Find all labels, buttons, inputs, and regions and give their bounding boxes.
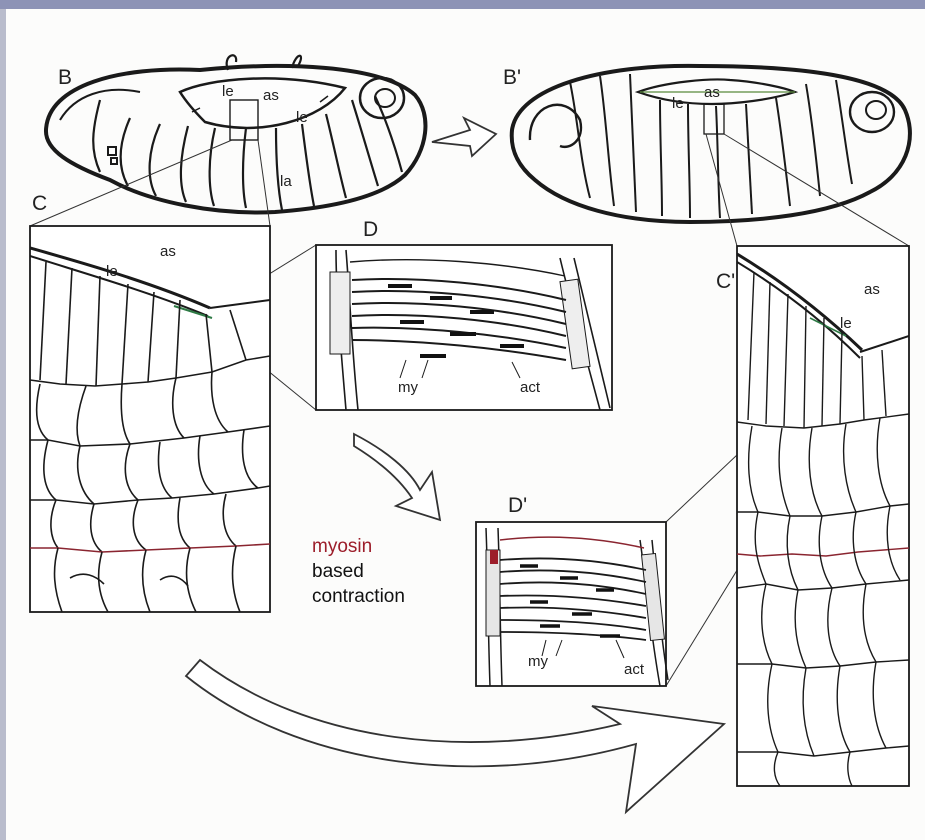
label-my-d: my bbox=[398, 379, 418, 396]
embryo-b bbox=[46, 55, 425, 212]
label-le-bprime: le bbox=[672, 95, 684, 112]
panel-label-c: C bbox=[32, 192, 47, 215]
panel-d bbox=[316, 245, 612, 410]
caption-line-myosin: myosin bbox=[312, 534, 405, 559]
caption-myosin-contraction: myosin based contraction bbox=[312, 534, 405, 609]
panel-label-dprime: D' bbox=[508, 494, 527, 517]
panel-label-cprime: C' bbox=[716, 270, 735, 293]
label-le-b-left: le bbox=[222, 83, 234, 100]
label-as-bprime: as bbox=[704, 84, 720, 101]
label-la-b: la bbox=[280, 173, 292, 190]
label-le-c: le bbox=[106, 263, 118, 280]
label-as-b: as bbox=[263, 87, 279, 104]
label-my-dprime: my bbox=[528, 653, 548, 670]
panel-c bbox=[30, 226, 270, 612]
panel-label-d: D bbox=[363, 218, 378, 241]
label-as-cprime: as bbox=[864, 281, 880, 298]
arrow-b-to-bprime-icon bbox=[432, 118, 496, 156]
label-as-c: as bbox=[160, 243, 176, 260]
caption-line-based: based bbox=[312, 559, 405, 584]
panel-label-b: B bbox=[58, 66, 72, 89]
label-le-cprime: le bbox=[840, 315, 852, 332]
label-act-d: act bbox=[520, 379, 541, 396]
arrow-d-to-dprime-icon bbox=[354, 434, 440, 520]
panel-cprime bbox=[737, 246, 909, 786]
label-le-b-right: le bbox=[296, 109, 308, 126]
caption-line-contraction: contraction bbox=[312, 584, 405, 609]
label-act-dprime: act bbox=[624, 661, 645, 678]
panel-label-bprime: B' bbox=[503, 66, 521, 89]
